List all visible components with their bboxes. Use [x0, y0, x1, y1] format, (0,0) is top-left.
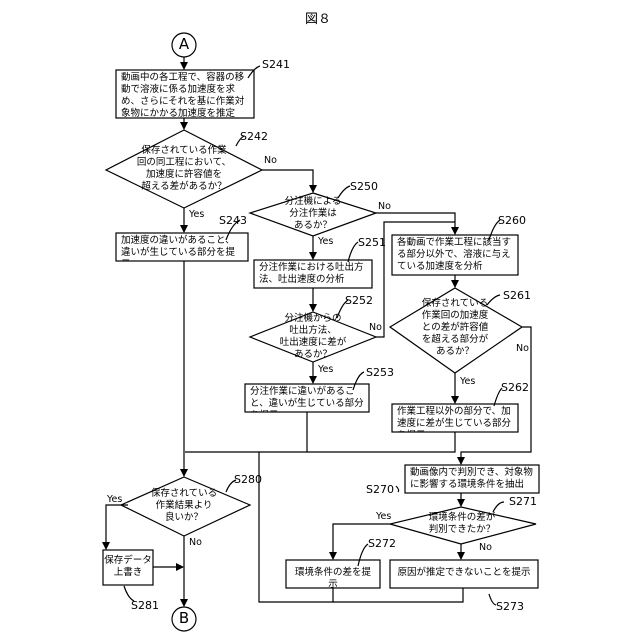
- s280-label: S280: [234, 473, 262, 486]
- s261-no-label: No: [516, 343, 529, 355]
- s243-text: 加速度の違いがあること、違いが生じている部分を提示: [116, 233, 248, 261]
- s271-yes-label: Yes: [376, 511, 391, 523]
- s242-text: 保存されている作業 回の同工程において、 加速度に許容値を 超える差があるか？: [120, 145, 248, 193]
- s241-text: 動画中の各工程で、容器の移動で溶液に係る加速度を求め、さらにそれを基に作業対象物…: [116, 70, 254, 118]
- s273-label: S273: [496, 600, 524, 613]
- s252-no-label: No: [369, 322, 382, 334]
- figure-title: 図８: [305, 8, 331, 27]
- s271-label: S271: [509, 495, 537, 508]
- s270-text: 動画像内で判別でき、対象物に影響する環境条件を抽出: [405, 465, 539, 493]
- s281-label: S281: [131, 599, 159, 612]
- start-connector-label: A: [174, 35, 194, 53]
- s261-text: 保存されている 作業回の加速度 との差が許容値 を超える部分が あるか？: [410, 298, 500, 358]
- s261-yes-label: Yes: [460, 376, 475, 388]
- s250-text: 分注機による 分注作業は あるか？: [270, 196, 356, 232]
- s252-yes-label: Yes: [318, 364, 333, 376]
- s272-label: S272: [368, 537, 396, 550]
- s250-label: S250: [350, 180, 378, 193]
- s242-no-label: No: [264, 155, 277, 167]
- s250-no-label: No: [378, 201, 391, 213]
- s261-label: S261: [503, 289, 531, 302]
- s271-no-label: No: [479, 542, 492, 554]
- s250-yes-label: Yes: [318, 236, 333, 248]
- s260-text: 各動画で作業工程に該当する部分以外で、溶液に与えている加速度を分析: [392, 235, 518, 275]
- s280-text: 保存されている 作業結果より 良いか？: [140, 488, 228, 524]
- s271-text: 環境条件の差が 判別できたか？: [420, 512, 504, 536]
- s252-label: S252: [345, 294, 373, 307]
- s270-label: S270: [366, 483, 394, 496]
- s243-label: S243: [219, 214, 247, 227]
- end-connector-label: B: [174, 609, 194, 627]
- s253-label: S253: [366, 366, 394, 379]
- s262-text: 作業工程以外の部分で、加速度に差が生じている部分を提示: [392, 404, 518, 432]
- s262-label: S262: [501, 381, 529, 394]
- s252-text: 分注機からの 吐出方法、 吐出速度に差が あるか？: [268, 313, 358, 361]
- s260-label: S260: [498, 214, 526, 227]
- s241-label: S241: [262, 58, 290, 71]
- s280-no-label: No: [189, 537, 202, 549]
- s251-label: S251: [358, 236, 386, 249]
- s272-text: 環境条件の差を提示: [286, 560, 380, 588]
- s242-label: S242: [240, 130, 268, 143]
- s281-text: 保存データ 上書き: [103, 555, 153, 579]
- s242-yes-label: Yes: [189, 209, 204, 221]
- s280-yes-label: Yes: [107, 494, 122, 506]
- s273-text: 原因が推定できないことを提示: [390, 560, 538, 588]
- s253-text: 分注作業に違いがあること、違いが生じている部分を提示: [245, 384, 369, 412]
- s251-text: 分注作業における吐出方法、吐出速度の分析: [254, 260, 372, 288]
